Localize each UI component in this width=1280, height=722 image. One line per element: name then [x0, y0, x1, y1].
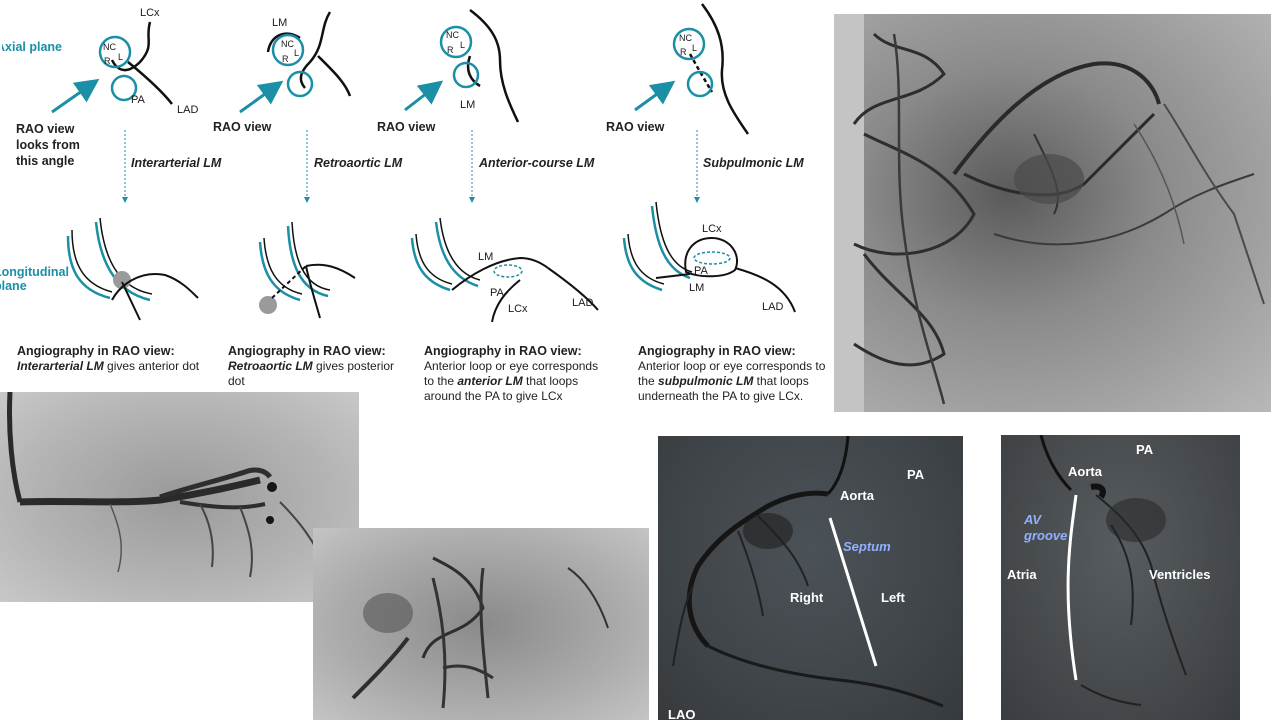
- angiogram-rao: [1001, 435, 1240, 720]
- rao-av-groove-label: AV groove: [1024, 512, 1068, 543]
- lao-septum-label: Septum: [843, 539, 891, 554]
- angiogram-lao: [658, 436, 963, 720]
- axial-plane-label: Axial plane: [0, 40, 62, 54]
- axial-subpulmonic: NC R L: [634, 3, 750, 203]
- svg-text:LM: LM: [478, 251, 493, 263]
- svg-text:LM: LM: [689, 282, 704, 294]
- lao-view-label: LAO: [668, 707, 696, 722]
- svg-text:NC: NC: [281, 39, 294, 49]
- longitudinal-interarterial: [66, 217, 199, 321]
- variant-interarterial: Interarterial LM: [131, 156, 222, 170]
- angiogram-rao-vessels: [1039, 435, 1187, 706]
- svg-text:R: R: [282, 54, 289, 64]
- angiogram-rao-large: [834, 14, 1271, 412]
- rao-pa-label: PA: [1136, 442, 1154, 457]
- svg-text:L: L: [460, 40, 465, 50]
- angiogram-lao-vessels: [672, 436, 944, 708]
- lao-left-label: Left: [881, 590, 905, 605]
- longitudinal-plane-label: Longitudinal plane: [0, 265, 69, 293]
- axial-anterior-course: LM NC R L: [404, 9, 520, 203]
- caption-subpulmonic: Angiography in RAO view: Anterior loop o…: [638, 344, 826, 403]
- svg-text:LCx: LCx: [508, 303, 528, 315]
- rao-atria-label: Atria: [1007, 567, 1037, 582]
- svg-text:NC: NC: [103, 42, 116, 52]
- variant-anterior-course: Anterior-course LM: [479, 156, 595, 170]
- label-lcx: LCx: [140, 7, 160, 19]
- lao-aorta-label: Aorta: [840, 488, 874, 503]
- svg-text:LAD: LAD: [762, 301, 783, 313]
- angiogram-rao-large-vessels: [834, 14, 1265, 412]
- rao-view-label-3: RAO view: [377, 120, 436, 134]
- svg-text:L: L: [118, 52, 123, 62]
- lao-pa-label: PA: [907, 467, 925, 482]
- label-lad: LAD: [177, 104, 198, 116]
- longitudinal-subpulmonic: LCx PA LM LAD: [622, 201, 796, 313]
- caption-retroaortic: Angiography in RAO view: Retroaortic LM …: [228, 344, 395, 388]
- caption-anterior-course: Angiography in RAO view: Anterior loop o…: [424, 344, 599, 403]
- longitudinal-anterior-course: LM PA LCx LAD: [410, 217, 599, 323]
- svg-text:LM: LM: [460, 99, 475, 111]
- svg-text:LM: LM: [272, 17, 287, 29]
- rao-ventricles-label: Ventricles: [1149, 567, 1211, 582]
- variant-subpulmonic: Subpulmonic LM: [703, 156, 804, 170]
- rao-view-looks-label: RAO view looks from this angle: [16, 122, 80, 168]
- angiogram-right-coronary: [313, 528, 649, 720]
- svg-text:PA: PA: [694, 265, 709, 277]
- svg-text:L: L: [692, 43, 697, 53]
- svg-text:LAD: LAD: [572, 297, 593, 309]
- rao-view-label-2: RAO view: [213, 120, 272, 134]
- angiogram-left-coronary-vessels: [6, 392, 326, 578]
- svg-text:PA: PA: [490, 287, 505, 299]
- svg-text:R: R: [104, 56, 111, 66]
- angiogram-left-coronary: [0, 392, 359, 602]
- svg-text:L: L: [294, 48, 299, 58]
- rao-view-label-4: RAO view: [606, 120, 665, 134]
- label-pa: PA: [131, 94, 146, 106]
- svg-text:R: R: [447, 45, 454, 55]
- longitudinal-retroaortic: [258, 221, 356, 319]
- angiogram-right-coronary-vessels: [351, 556, 609, 709]
- caption-interarterial: Angiography in RAO view: Interarterial L…: [17, 344, 200, 373]
- schematic-diagram: LCx PA LAD NC R L LM NC R L LM NC R L: [51, 3, 796, 323]
- svg-text:NC: NC: [446, 30, 459, 40]
- svg-text:NC: NC: [679, 33, 692, 43]
- rao-aorta-label: Aorta: [1068, 464, 1102, 479]
- variant-retroaortic: Retroaortic LM: [314, 156, 403, 170]
- lao-right-label: Right: [790, 590, 824, 605]
- axial-interarterial: LCx PA LAD NC R L: [51, 7, 198, 203]
- svg-text:LCx: LCx: [702, 223, 722, 235]
- svg-text:R: R: [680, 47, 687, 57]
- axial-retroaortic: LM NC R L: [239, 11, 352, 203]
